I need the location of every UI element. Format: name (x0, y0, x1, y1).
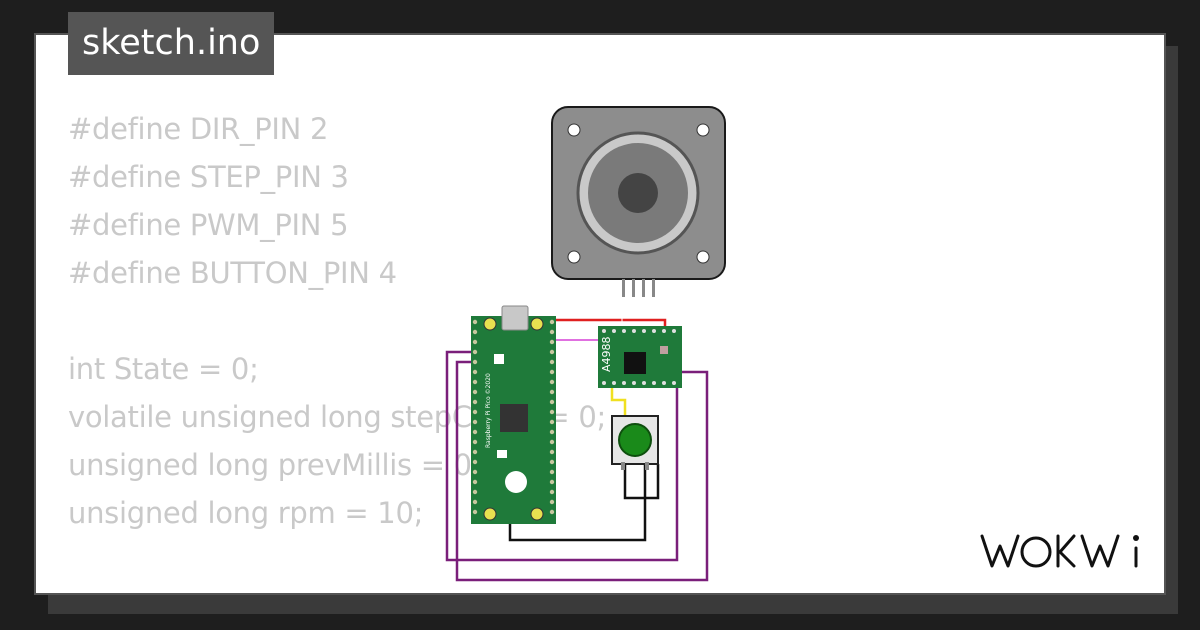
pico-pins-right (549, 319, 555, 515)
pin (622, 381, 626, 385)
pin (472, 409, 478, 415)
pin (549, 389, 555, 395)
pin (662, 381, 666, 385)
pin (472, 369, 478, 375)
pin (472, 349, 478, 355)
pin (672, 329, 676, 333)
pin (472, 509, 478, 515)
pin (549, 469, 555, 475)
pin (549, 479, 555, 485)
pin (472, 459, 478, 465)
pin (642, 329, 646, 333)
pin (549, 499, 555, 505)
pin (549, 409, 555, 415)
pin (549, 459, 555, 465)
code-line: #define BUTTON_PIN 4 (68, 256, 397, 290)
pin (549, 339, 555, 345)
pin (472, 359, 478, 365)
pin (652, 381, 656, 385)
driver-pins-bottom (602, 381, 676, 385)
pin (472, 429, 478, 435)
code-line: #define STEP_PIN 3 (68, 160, 349, 194)
pin (549, 369, 555, 375)
a4988-driver[interactable]: A4988 (598, 326, 682, 388)
pin (549, 489, 555, 495)
pin (662, 329, 666, 333)
driver-pins-top (602, 329, 676, 333)
pin (612, 329, 616, 333)
code-preview: #define DIR_PIN 2 #define STEP_PIN 3 #de… (68, 105, 606, 593)
pin (472, 379, 478, 385)
pin (549, 349, 555, 355)
pin (652, 329, 656, 333)
raspberry-pi-pico-board[interactable]: Raspberry Pi Pico ©2020 (471, 305, 556, 524)
pin (549, 509, 555, 515)
pin (472, 449, 478, 455)
code-line: void setup() { (68, 585, 606, 593)
pin (472, 389, 478, 395)
pin (602, 329, 606, 333)
pin (549, 419, 555, 425)
pin (622, 329, 626, 333)
pin (549, 359, 555, 365)
pin (472, 469, 478, 475)
driver-label: A4988 (600, 336, 613, 372)
pin (472, 319, 478, 325)
code-line: #define PWM_PIN 5 (68, 208, 349, 242)
pico-board-label: Raspberry Pi Pico ©2020 (485, 373, 492, 448)
pin (672, 381, 676, 385)
pin (549, 319, 555, 325)
code-line: unsigned long prevMillis = 0; (68, 448, 482, 482)
pin (472, 439, 478, 445)
pin (549, 329, 555, 335)
stepper-motor[interactable] (551, 106, 726, 297)
pin (549, 449, 555, 455)
pin (549, 379, 555, 385)
pin (472, 479, 478, 485)
pin (642, 381, 646, 385)
pin (472, 489, 478, 495)
code-line: int State = 0; (68, 352, 259, 386)
pushbutton[interactable] (611, 415, 659, 470)
pin (549, 399, 555, 405)
pin (632, 329, 636, 333)
pin (632, 381, 636, 385)
pin (472, 339, 478, 345)
sketch-title-tab: sketch.ino (68, 12, 275, 75)
pin (472, 419, 478, 425)
wokwi-logo (980, 534, 1139, 568)
pin (602, 381, 606, 385)
pin (612, 381, 616, 385)
pico-pins-left (472, 319, 478, 515)
code-line: unsigned long rpm = 10; (68, 496, 424, 530)
pin (472, 399, 478, 405)
pin (549, 439, 555, 445)
code-line: #define DIR_PIN 2 (68, 112, 329, 146)
pin (549, 429, 555, 435)
pin (472, 499, 478, 505)
pin (472, 329, 478, 335)
